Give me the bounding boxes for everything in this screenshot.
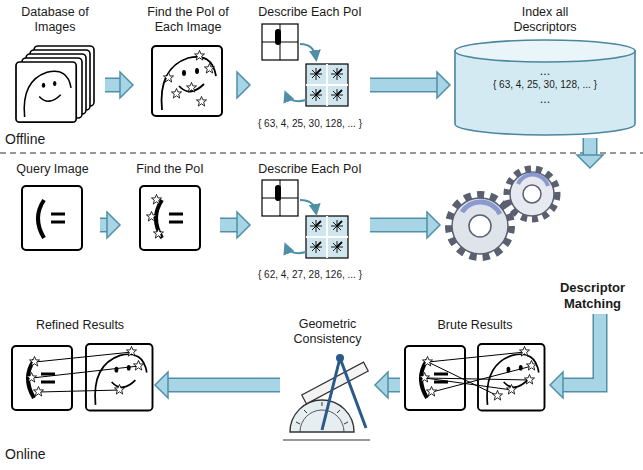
- arrow-fill: [168, 379, 280, 391]
- arrow-fill: [220, 219, 237, 231]
- descriptor-text: { 63, 4, 25, 30, 128, ... }: [450, 78, 640, 92]
- descriptor-text: ...: [450, 92, 640, 106]
- matching-gears: [449, 169, 557, 257]
- stage-box: Geometric Consistency: [280, 316, 375, 441]
- flow-arrow: [370, 212, 440, 238]
- arrow-outline: [583, 138, 598, 155]
- arrow-outline: [370, 78, 437, 93]
- section-label-wrap: Online: [5, 446, 45, 463]
- arrow-fill: [563, 314, 600, 385]
- descriptor-text: ...: [450, 64, 640, 78]
- arrow-head: [237, 212, 250, 238]
- arrow-outline: [370, 218, 427, 233]
- arrow-head: [550, 372, 563, 398]
- arrow-fill: [388, 379, 400, 391]
- arrow-fill: [105, 79, 120, 91]
- flow-arrow: [577, 138, 603, 168]
- arrow-head: [237, 72, 250, 98]
- flow-arrow: [237, 72, 250, 98]
- stage-box: Descriptor Matching: [440, 168, 640, 314]
- arrow-outline: [105, 78, 120, 93]
- descriptor-grid: [262, 24, 348, 106]
- stage-box: Refined Results: [5, 316, 155, 426]
- descriptor-text: { 63, 4, 25, 30, 128, ... }: [250, 118, 370, 130]
- stage-title: Index all Descriptors: [500, 5, 590, 35]
- section-label: Online: [5, 446, 45, 463]
- stage-box: Query Image: [5, 160, 100, 260]
- stage-box: Database of Images: [5, 3, 105, 128]
- stage-box: Describe Each PoI { 62, 4, 27, 28, 126, .…: [250, 160, 370, 283]
- arrow-head: [427, 212, 440, 238]
- arrow-head: [437, 72, 450, 98]
- descriptor-text: { 62, 4, 27, 28, 126, ... }: [250, 269, 370, 281]
- stage-title: Describe Each PoI: [250, 5, 370, 20]
- geometry-tools: [283, 354, 370, 440]
- arrow-fill: [370, 79, 437, 91]
- stage-title: Database of Images: [5, 5, 105, 35]
- stage-title: Geometric Consistency: [280, 317, 375, 347]
- arrow-head: [577, 155, 603, 168]
- section-label-wrap: Offline: [5, 131, 45, 148]
- flow-arrow: [105, 72, 133, 98]
- arrow-fill: [100, 219, 107, 231]
- arrow-head: [375, 372, 388, 398]
- flow-arrow: [100, 212, 120, 238]
- stage-box: Find the PoI: [120, 160, 220, 260]
- arrow-outline: [100, 218, 107, 233]
- poi-image: [152, 46, 222, 116]
- image-stack: [16, 46, 94, 122]
- arrow-fill: [370, 219, 427, 231]
- stage-title: Query Image: [5, 162, 100, 177]
- stage-box: Brute Results: [400, 316, 550, 426]
- stage-title: Find the PoI: [120, 162, 220, 177]
- arrow-head: [155, 372, 168, 398]
- section-label: Offline: [5, 131, 45, 148]
- arrow-head: [107, 212, 120, 238]
- arrow-outline: [563, 314, 600, 385]
- poi-query: [140, 186, 200, 250]
- stage-title: Brute Results: [400, 318, 550, 333]
- arrow-outline: [168, 378, 280, 393]
- stage-title: Find the PoI of Each Image: [138, 5, 238, 35]
- stage-title: Descriptor Matching: [545, 280, 640, 312]
- flow-arrow: [370, 72, 450, 98]
- query-image: [22, 186, 82, 250]
- arrow-outline: [388, 378, 400, 393]
- arrow-outline: [220, 218, 237, 233]
- stage-box: Find the PoI of Each Image: [133, 3, 243, 128]
- stage-box: Describe Each PoI { 63, 4, 25, 30, 128, .…: [250, 3, 370, 132]
- separator: [0, 152, 643, 153]
- stage-box: Index all Descriptors...{ 63, 4, 25, 30,…: [450, 3, 640, 138]
- flow-arrow: [375, 372, 400, 398]
- stage-title: Refined Results: [5, 318, 155, 333]
- brute-matches: [405, 344, 545, 411]
- flow-arrow: [220, 212, 250, 238]
- refined-matches: [12, 344, 153, 411]
- descriptor-grid: [262, 180, 348, 258]
- arrow-fill: [584, 138, 596, 155]
- flow-arrow: [155, 372, 280, 398]
- arrow-head: [120, 72, 133, 98]
- flow-arrow: [550, 314, 600, 398]
- stage-title: Describe Each PoI: [250, 162, 370, 177]
